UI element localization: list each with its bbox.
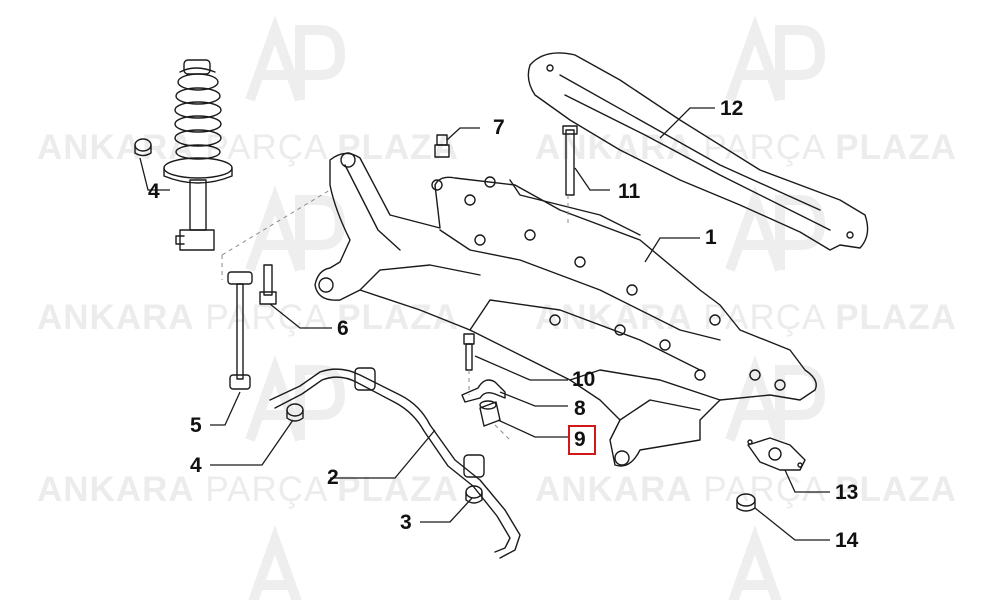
callout-11[interactable]: 11 — [618, 180, 641, 203]
callout-5[interactable]: 5 — [190, 414, 202, 437]
bushing-9 — [479, 400, 501, 427]
stabilizer-link — [227, 271, 253, 390]
callout-10[interactable]: 10 — [572, 368, 596, 391]
mount-plate-13 — [747, 437, 806, 471]
logo-1 — [245, 15, 346, 102]
callout-12[interactable]: 12 — [720, 97, 744, 120]
logo-8 — [728, 525, 782, 600]
nut-4-top — [134, 138, 152, 157]
highlight-box-part-9 — [568, 425, 596, 455]
callout-14[interactable]: 14 — [835, 529, 859, 552]
bolt-10 — [463, 333, 475, 371]
logo-6 — [725, 355, 826, 442]
bolt-7 — [434, 134, 450, 158]
leader-lines — [139, 107, 830, 541]
subframe — [314, 152, 817, 467]
callout-4-top[interactable]: 4 — [148, 180, 160, 203]
callout-13[interactable]: 13 — [835, 481, 859, 504]
watermark-row-3-right: ANKARA PARÇA PLAZA — [535, 470, 957, 509]
clamp-8 — [461, 379, 506, 403]
bump-stop-14 — [736, 493, 756, 512]
logo-2 — [725, 15, 826, 102]
callout-2[interactable]: 2 — [327, 466, 339, 489]
logo-3 — [245, 185, 346, 272]
callout-6[interactable]: 6 — [337, 317, 349, 340]
stud-11 — [562, 125, 578, 196]
callout-7[interactable]: 7 — [493, 116, 505, 139]
crossmember — [527, 52, 869, 251]
bolt-6 — [259, 264, 277, 305]
alignment-lines — [221, 189, 569, 441]
nut-4-bottom — [286, 403, 304, 422]
callout-3[interactable]: 3 — [400, 511, 412, 534]
watermark-row-1-left: ANKARA PARÇA PLAZA — [37, 128, 459, 167]
callout-8[interactable]: 8 — [574, 397, 586, 420]
logo-7 — [248, 525, 302, 600]
callout-1[interactable]: 1 — [705, 226, 717, 249]
nut-3 — [465, 485, 483, 504]
logo-5 — [245, 355, 346, 442]
callout-4-bottom[interactable]: 4 — [190, 454, 202, 477]
callout-9[interactable]: 9 — [574, 428, 586, 451]
strut-assembly — [163, 59, 233, 251]
logo-4 — [725, 185, 826, 272]
stabilizer-bar — [269, 367, 521, 559]
watermark-row-3-left: ANKARA PARÇA PLAZA — [37, 470, 459, 509]
